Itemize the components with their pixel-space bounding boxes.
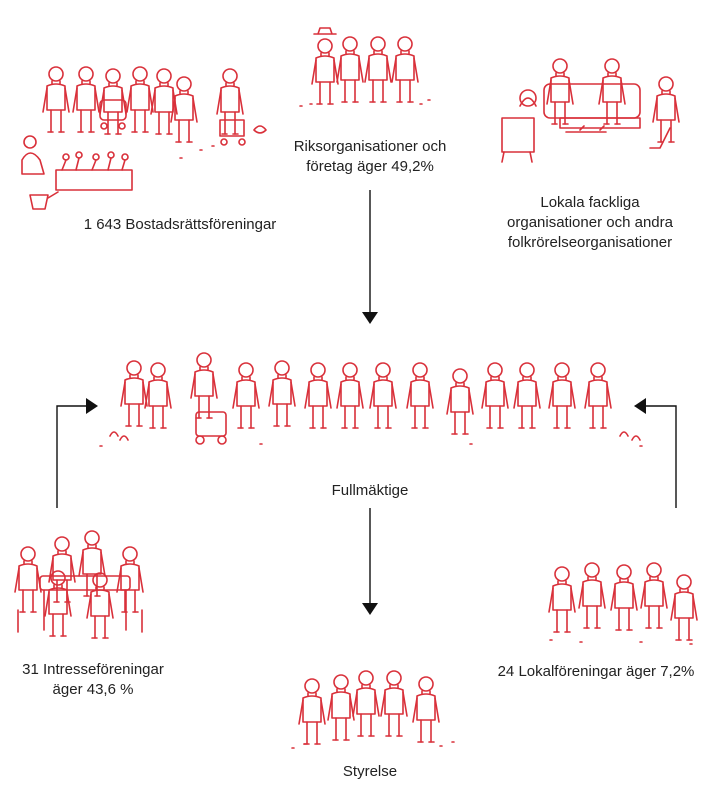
intresse-label: 31 Intresseföreningar äger 43,6 % [22, 661, 164, 698]
assembly-crowd-icon [99, 352, 643, 447]
arrow-riks-to-fullmaktige [362, 190, 378, 324]
board-members-icon [291, 670, 455, 749]
styrelse-label: Styrelse [342, 763, 398, 780]
lokalforeningar-label: 24 Lokalföreningar äger 7,2% [497, 663, 695, 680]
arrow-fullmaktige-to-styrelse [362, 508, 378, 615]
lokala-label: Lokala fackliga organisationer och andra… [507, 194, 673, 251]
group-of-people-icon [548, 562, 698, 645]
group-of-people-icon [299, 27, 431, 107]
arrow-intresse-to-fullmaktige [56, 398, 98, 508]
meeting-around-table-icon [501, 58, 680, 163]
bostad-label: 1 643 Bostadsrättsföreningar [83, 216, 277, 233]
riks-label: Riksorganisationer och företag äger 49,2… [293, 138, 447, 175]
fullmaktige-label: Fullmäktige [331, 482, 409, 499]
people-at-table-icon [14, 530, 144, 639]
arrow-lokalforeningar-to-fullmaktige [634, 398, 677, 508]
residents-gardening-icon [21, 66, 267, 210]
